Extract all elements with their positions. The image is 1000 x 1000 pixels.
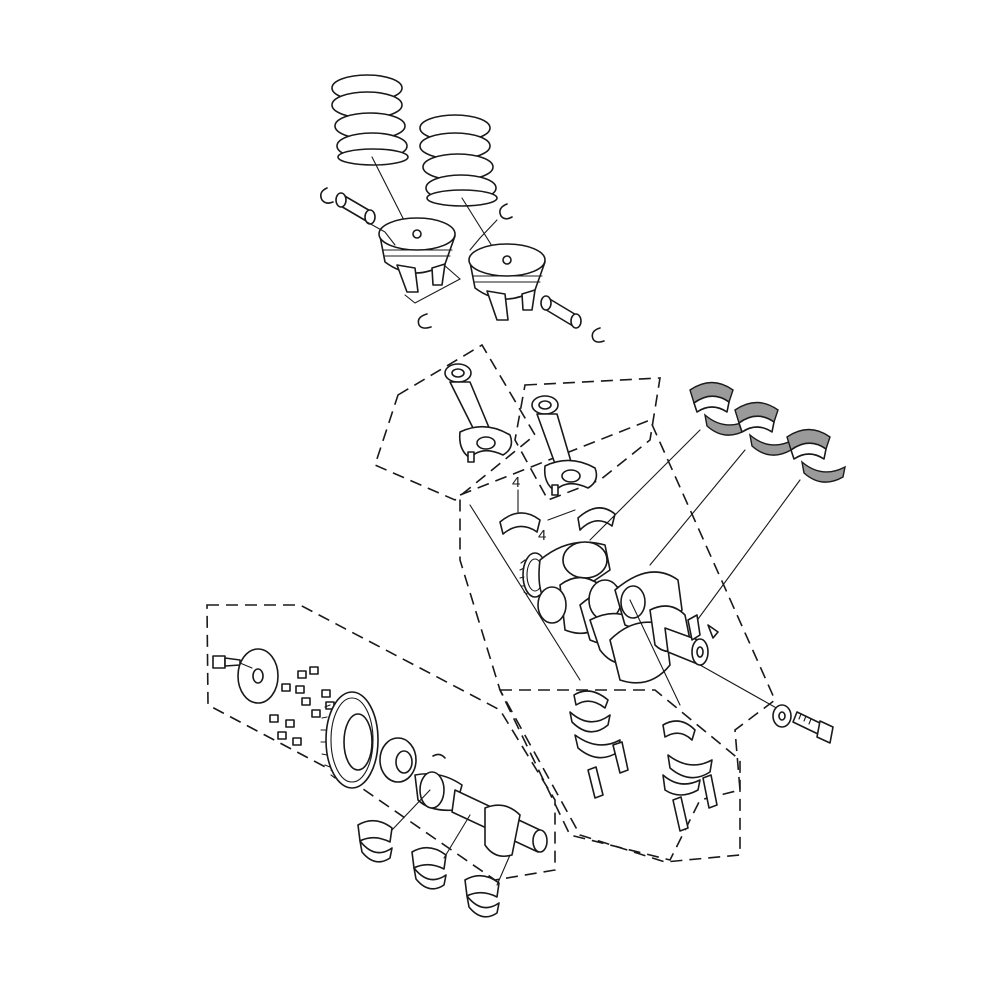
leader-line [469,219,498,251]
big-end-bearing-shells [499,507,616,535]
balancer-bolt [212,655,241,669]
balancer-group-outline [206,604,556,881]
crankshaft-group-outline [459,418,776,861]
circlip-2a [499,203,513,220]
group-outlines [206,343,776,881]
piston-2 [468,243,546,321]
callout-label-lower: 4 [538,527,546,544]
connecting-rod-1 [444,363,513,463]
piston-pin-2 [540,295,582,329]
balancer-driven-gear [320,691,379,789]
piston-1 [378,217,456,293]
piston-ring-set-2 [419,114,498,207]
crank-key [687,614,701,641]
balancer-hub [379,737,417,783]
piston-pin-1 [335,192,376,225]
leader-line [404,264,461,304]
circlip-1a [320,187,334,204]
piston-assembly-2 [419,114,605,343]
conrod-1-group-outline [374,343,537,501]
conrod-2-group-outline [514,377,661,501]
damper-springs [269,666,335,746]
main-bearing-shell-pair-1 [689,381,749,436]
circlip-2b [591,327,605,343]
piston-assembly-1 [320,74,461,329]
crank-bolt [792,711,834,744]
small-clip [432,753,446,759]
main-bearing-shell-pair-3 [786,428,846,483]
lower-bearing-cap-1 [569,690,621,759]
balancer-shaft [414,771,548,858]
callout-label-upper: 4 [512,474,520,491]
connecting-rod-2 [531,395,598,496]
crank-washer [772,704,792,728]
piston-ring-set-1 [331,74,409,166]
main-bearing-shell-pair-2 [734,401,794,456]
lower-bearing-group-outline [498,689,741,863]
crankshaft [519,541,719,684]
cap-bolts [587,741,718,832]
balancer-bearing-shells [357,819,500,918]
circlip-1b [417,313,432,329]
lower-bearing-cap-2 [662,720,713,796]
woodruff-key [707,624,719,639]
balancer-plate-washer [237,648,279,704]
